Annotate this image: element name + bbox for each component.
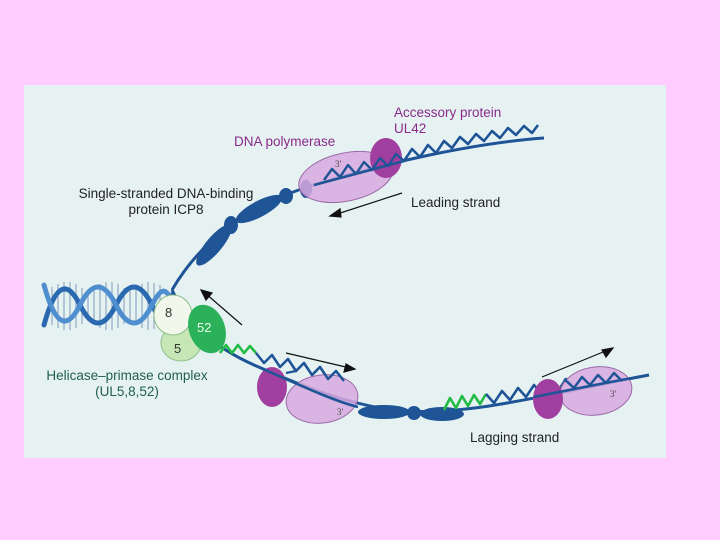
rna-primer-1 [218,343,257,355]
ssb-protein-label: Single-stranded DNA-binding protein ICP8 [51,186,281,218]
ssb-line1: Single-stranded DNA-binding [78,186,254,201]
lagging-strand-label: Lagging strand [470,430,560,445]
lagging-3prime-right-label: 3' [610,389,617,399]
replication-fork-diagram [41,124,650,424]
leading-direction-arrow [328,192,403,218]
helicase-line1: Helicase–primase complex [46,368,208,383]
direction-arrows [199,192,615,378]
accessory-protein-line1: Accessory protein [394,105,502,120]
subunit-8-label: 8 [165,305,173,320]
leading-3prime-label: 3' [335,159,342,169]
accessory-protein-line2: UL42 [394,121,427,136]
lagging-direction-arrow-2 [541,347,615,378]
lagging-direction-arrow-1 [285,352,357,373]
subunit-52-label: 52 [197,320,212,335]
helicase-primase-label: Helicase–primase complex (UL5,8,52) [32,368,222,400]
helicase-direction-arrow [199,289,243,326]
rna-primer-2 [442,393,488,411]
dna-polymerase-label: DNA polymerase [234,134,336,149]
icp8-protein-lower [358,405,464,421]
helicase-subunit-52 [188,304,226,354]
ssb-line2: protein ICP8 [128,202,204,217]
helicase-subunit-8 [153,294,193,336]
ul42-accessory-leading [370,138,402,178]
icp8-protein-upper [196,180,312,266]
diagram-panel: 8 52 5 3' 3' 3' Accessory protein UL42 D… [24,85,666,458]
dna-polymerase-lagging-1 [285,374,359,424]
lagging-3prime-left-label: 3' [337,407,344,417]
subunit-5-label: 5 [174,341,182,356]
leading-strand-label: Leading strand [411,195,501,210]
accessory-protein-label: Accessory protein UL42 [394,105,501,137]
ul42-accessory-lagging-2 [533,379,563,419]
parental-double-helix [41,282,175,330]
helicase-line2: (UL5,8,52) [95,384,159,399]
